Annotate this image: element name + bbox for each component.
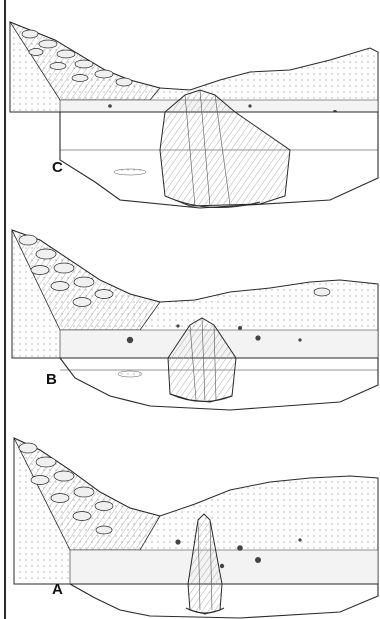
panel-a-label: A [52, 582, 63, 597]
panel-a: A [0, 420, 380, 619]
panel-c: C [0, 0, 380, 210]
panel-b: B [0, 210, 380, 420]
panel-c-drawing [0, 0, 380, 210]
panel-a-block-face [70, 584, 378, 618]
panel-b-drawing [0, 210, 380, 420]
panel-c-label: C [52, 160, 63, 175]
panel-b-label: B [46, 372, 57, 387]
